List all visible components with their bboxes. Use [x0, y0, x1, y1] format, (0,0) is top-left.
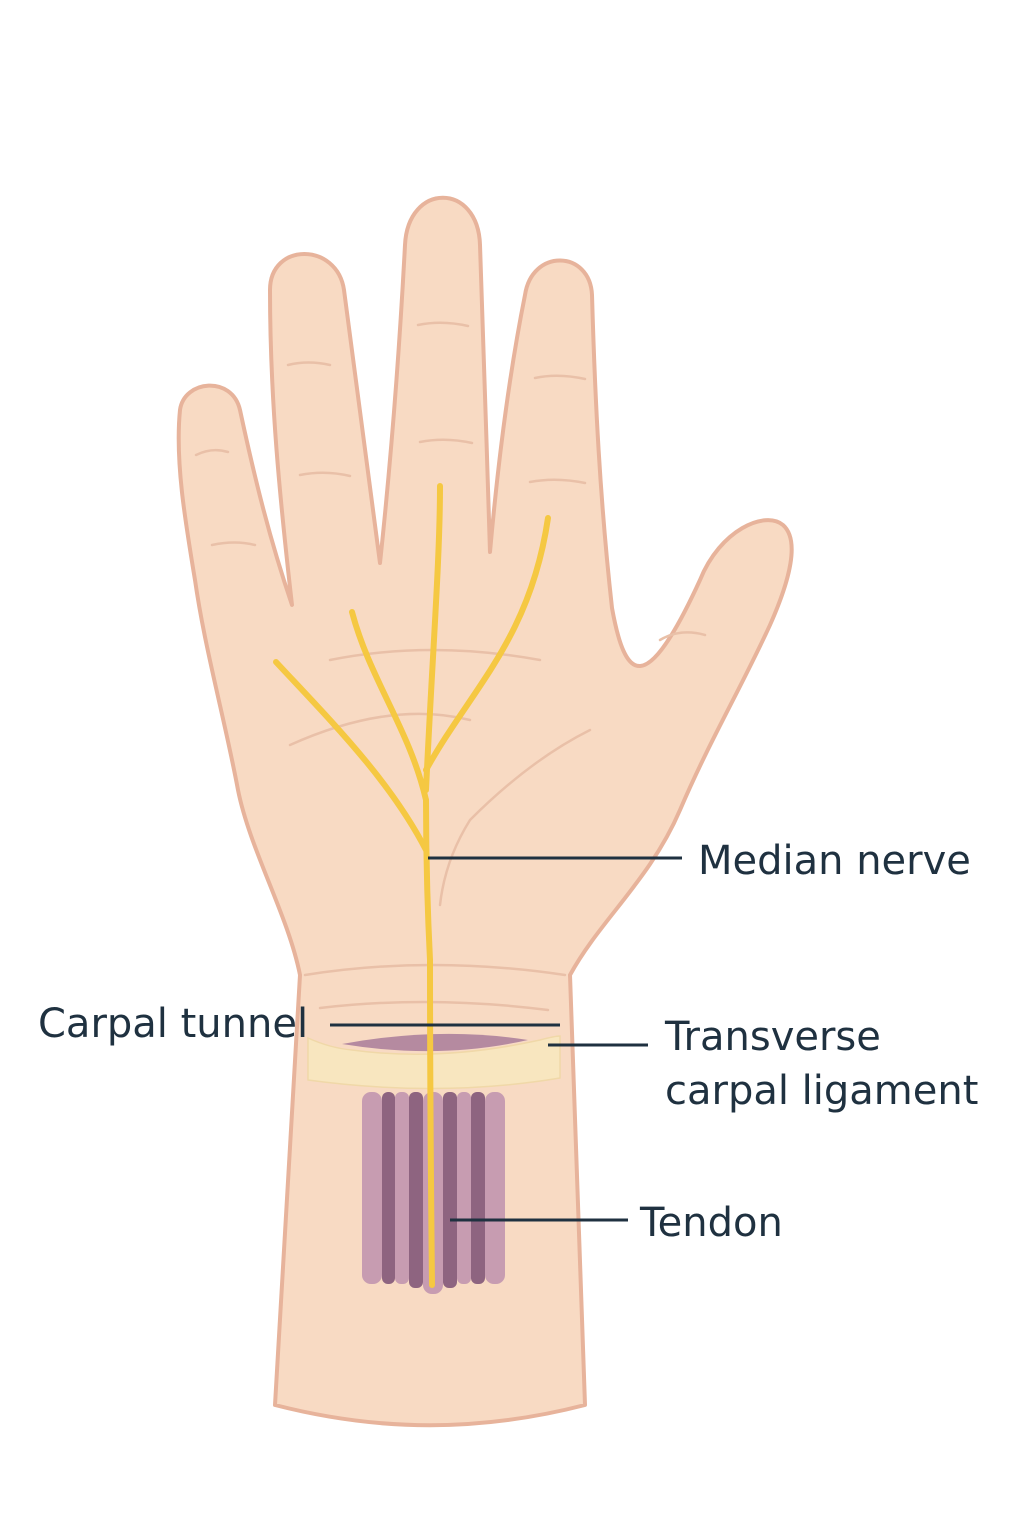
hand [176, 195, 794, 1428]
carpal-tunnel-label: Carpal tunnel [38, 1001, 308, 1047]
median-nerve-branch [423, 515, 551, 773]
hand-outline [176, 195, 794, 1428]
finger-crease [533, 374, 587, 381]
median-nerve-label: Median nerve [698, 838, 971, 884]
finger-crease [210, 541, 257, 547]
median-nerve-branch [423, 483, 443, 793]
tendon [409, 1092, 423, 1288]
tendon [382, 1092, 395, 1284]
tendon [471, 1092, 485, 1284]
tendon [362, 1092, 382, 1284]
median-nerve-branch [349, 609, 429, 803]
tendon [395, 1092, 409, 1284]
thenar-crease [438, 728, 592, 907]
median-nerve-trunk [423, 797, 435, 1288]
palm-crease [288, 712, 472, 747]
finger-crease [528, 478, 587, 485]
tendon [485, 1092, 505, 1284]
finger-crease [298, 471, 352, 478]
median-nerve-branch [273, 659, 429, 853]
transverse-carpal-ligament [307, 1035, 561, 1090]
finger-crease [418, 438, 474, 445]
thumb-crease [658, 631, 707, 642]
finger-crease [286, 361, 332, 367]
leader-lines [330, 856, 682, 1222]
median-nerve [273, 483, 551, 1288]
tendon [457, 1092, 471, 1284]
tendon-label: Tendon [639, 1200, 783, 1246]
finger-crease [416, 321, 470, 328]
transverse-carpal-ligament-label-line2: carpal ligament [665, 1068, 978, 1114]
transverse-carpal-ligament-label-line1: Transverse [664, 1014, 881, 1060]
tendon [443, 1092, 457, 1288]
carpal-tunnel-opening [342, 1033, 528, 1052]
finger-crease [194, 448, 230, 457]
